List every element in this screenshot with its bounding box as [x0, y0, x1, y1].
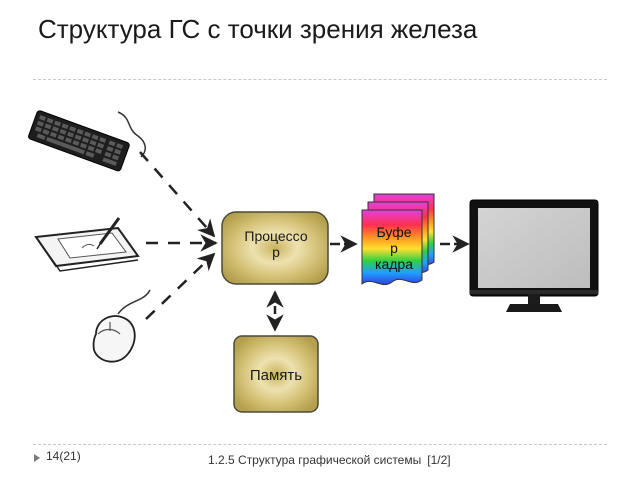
graphics-tablet-icon	[34, 217, 140, 272]
footer-section: 1.2.5 Структура графической системы	[208, 453, 422, 467]
processor-label: Процессо р	[244, 228, 308, 260]
footer-text: 1.2.5 Структура графической системы [1/2]	[208, 453, 451, 467]
input-arrows	[139, 151, 218, 320]
footer-page: [1/2]	[427, 453, 451, 467]
frame-buffer-label: Буфе р кадра	[375, 224, 413, 272]
memory-label: Память	[249, 367, 303, 384]
bullet-triangle-icon	[34, 454, 40, 462]
slide-title: Структура ГС с точки зрения железа	[38, 14, 478, 44]
monitor-icon	[469, 199, 599, 312]
mouse-icon	[92, 289, 151, 363]
memory-block	[233, 335, 319, 413]
processor-block	[221, 211, 329, 285]
footer-divider	[33, 444, 607, 445]
keyboard-icon	[28, 110, 146, 172]
frame-buffer-stack	[361, 193, 435, 286]
page-number: 14(21)	[46, 449, 81, 463]
title-divider	[33, 79, 607, 80]
